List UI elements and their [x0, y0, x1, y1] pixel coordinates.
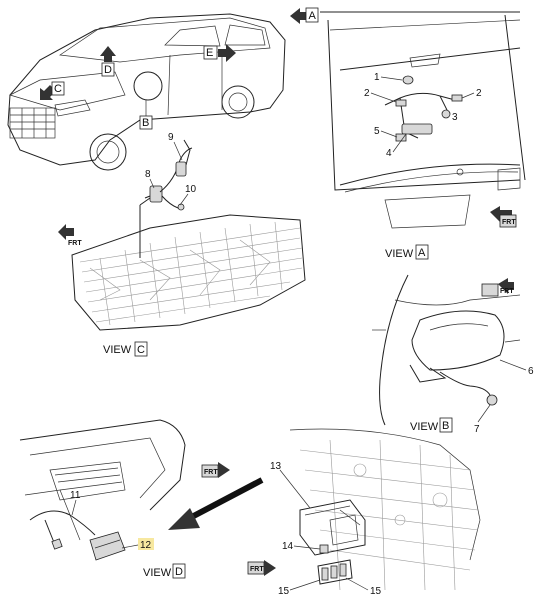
arrow-b: B	[139, 100, 153, 130]
view-a-box	[415, 244, 429, 260]
component-7	[486, 394, 498, 406]
view-a-caption: VIEW	[385, 248, 414, 260]
view-a-letter: A	[418, 247, 426, 259]
callout-1: 1	[374, 72, 380, 83]
arrow-a-letter: A	[309, 10, 317, 22]
frt-label-a: FRT	[502, 219, 516, 226]
callout-14: 14	[282, 541, 294, 552]
arrow-a: A	[290, 7, 319, 24]
callout-13: 13	[270, 461, 282, 472]
arrow-c-box	[51, 81, 65, 96]
arrow-d-letter: D	[104, 64, 112, 76]
arrow-e: E	[203, 44, 236, 62]
callout-11: 11	[70, 490, 81, 501]
callout-8: 8	[145, 169, 151, 180]
view-a-illustration	[320, 11, 526, 229]
arrow-e-box	[203, 45, 218, 60]
component-4	[401, 123, 433, 135]
view-b-box	[439, 417, 453, 433]
callouts: 1 2 2 3 4 5 6 7 8 9 10 11 12	[70, 72, 534, 597]
arrow-a-box	[305, 7, 319, 23]
pointer-arrow	[168, 477, 264, 530]
arrow-c-letter: C	[54, 83, 62, 95]
frt-label-b: FRT	[500, 288, 514, 295]
component-3	[441, 109, 451, 119]
component-2-right	[451, 94, 463, 102]
arrow-c: C	[40, 81, 65, 100]
callout-5: 5	[374, 126, 380, 137]
frt-marker-d: FRT	[201, 462, 230, 478]
callout-2-right: 2	[476, 88, 482, 99]
frt-marker-c: FRT	[58, 224, 82, 247]
view-e-illustration	[289, 428, 481, 591]
module-13	[299, 499, 366, 556]
callout-3: 3	[452, 112, 458, 123]
view-d-letter: D	[175, 566, 183, 578]
frt-label-c: FRT	[68, 240, 82, 247]
callout-9: 9	[168, 132, 174, 143]
frt-label-d: FRT	[204, 469, 218, 476]
view-c-illustration	[71, 139, 306, 331]
callout-15-right: 15	[370, 586, 382, 597]
view-b-illustration	[372, 274, 521, 426]
callout-7: 7	[474, 424, 480, 435]
component-5	[395, 133, 407, 142]
callout-15-left: 15	[278, 586, 290, 597]
view-b-letter: B	[442, 420, 449, 432]
connector-14	[319, 544, 329, 554]
callout-12-highlight	[138, 538, 154, 550]
view-d-illustration	[19, 419, 186, 561]
module-12	[89, 531, 126, 561]
callout-4: 4	[386, 148, 392, 159]
arrow-e-letter: E	[206, 47, 213, 59]
view-c-box	[134, 341, 148, 357]
callout-12: 12	[140, 540, 152, 551]
frt-label-e: FRT	[250, 566, 264, 573]
frt-marker-a: FRT	[490, 206, 517, 228]
callout-10: 10	[185, 184, 197, 195]
view-b-caption: VIEW	[410, 421, 439, 433]
component-1	[402, 75, 414, 85]
arrow-b-box	[139, 115, 153, 130]
arrow-b-letter: B	[142, 117, 149, 129]
arrow-d-box	[101, 62, 115, 77]
component-2-left	[395, 99, 407, 107]
frt-marker-e: FRT	[247, 560, 276, 576]
view-c-caption: VIEW	[103, 344, 132, 356]
vehicle-illustration	[7, 13, 286, 171]
view-d-caption: VIEW	[143, 567, 172, 579]
callout-2-left: 2	[364, 88, 370, 99]
connector-8	[149, 185, 163, 203]
callout-6: 6	[528, 366, 534, 377]
view-c-letter: C	[137, 344, 145, 356]
frt-marker-b: FRT	[481, 278, 514, 297]
view-d-box	[172, 563, 186, 579]
arrow-d: D	[100, 46, 116, 77]
